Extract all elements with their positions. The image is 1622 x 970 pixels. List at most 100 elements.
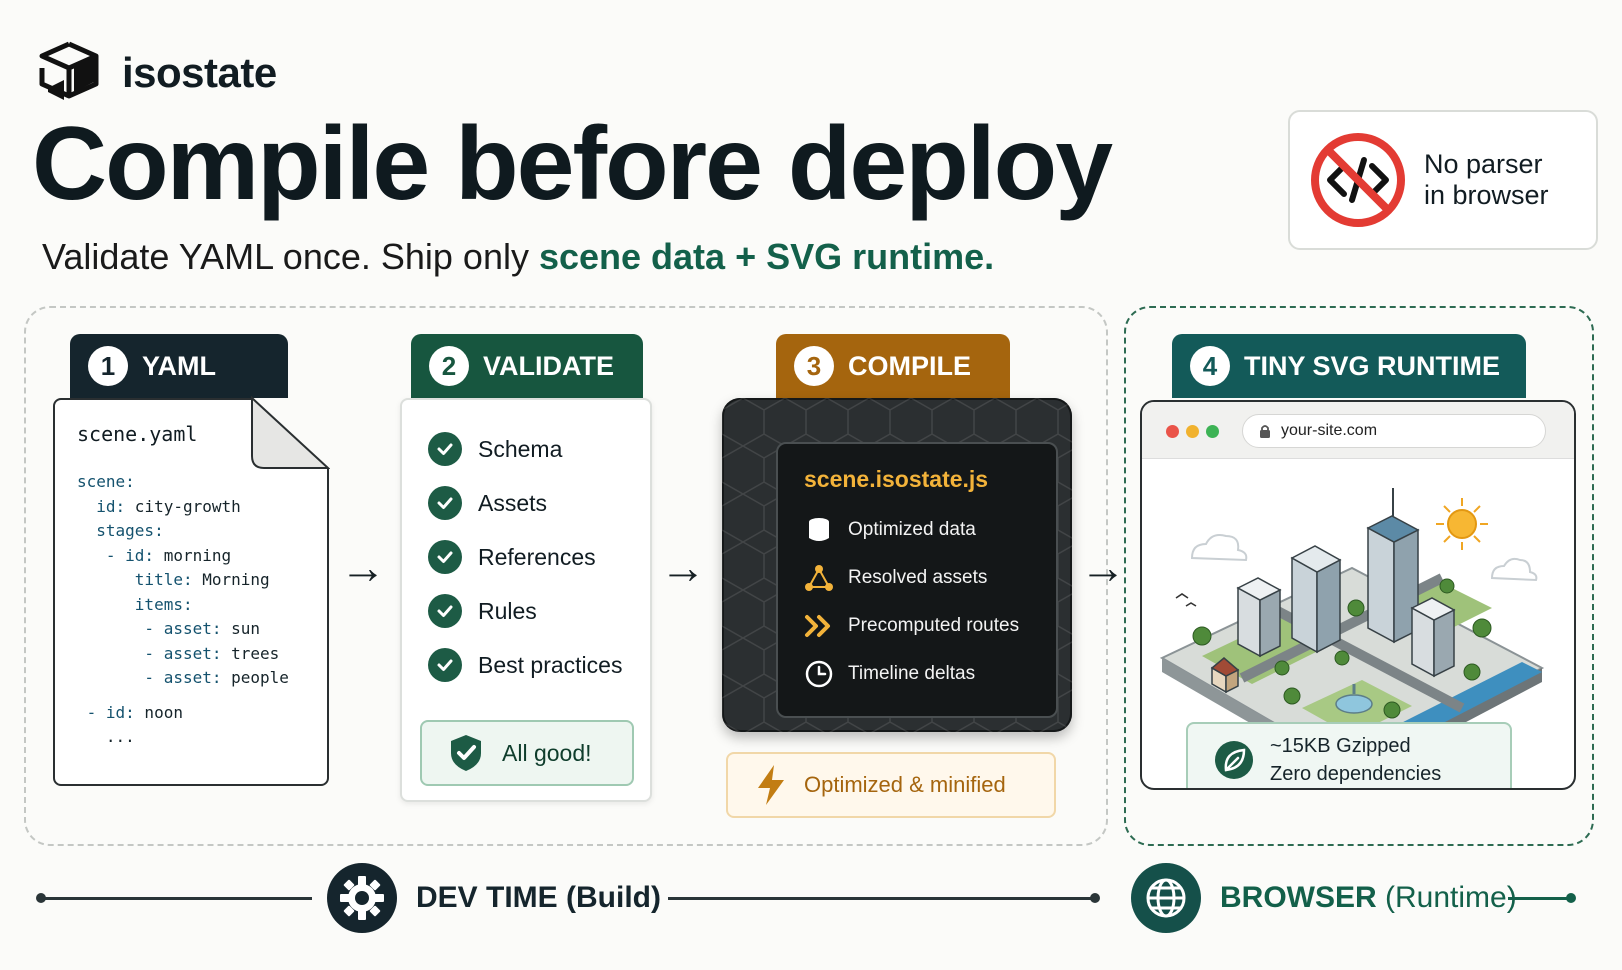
validation-item: Assets bbox=[428, 476, 622, 530]
isostate-logo-icon bbox=[39, 41, 99, 100]
dependencies-text: Zero dependencies bbox=[1270, 763, 1442, 785]
lock-icon bbox=[1260, 424, 1270, 438]
bundle-size: ~15KB Gzipped bbox=[1270, 735, 1411, 757]
yaml-key: - id: bbox=[77, 545, 155, 565]
compile-feature: Timeline deltas bbox=[804, 650, 1019, 698]
runtime-text: (Runtime) bbox=[1376, 881, 1517, 914]
yaml-key: title: bbox=[77, 570, 193, 589]
arrow-right-icon: → bbox=[660, 541, 706, 593]
yaml-line: - asset: sun bbox=[77, 617, 289, 642]
callout-line-2: in browser bbox=[1424, 180, 1549, 210]
sun-icon bbox=[1436, 498, 1488, 550]
browser-time-label: BROWSER (Runtime) bbox=[1130, 862, 1517, 934]
yaml-line: stages: bbox=[77, 519, 289, 544]
yaml-line: id: city-growth bbox=[77, 495, 289, 520]
brand-name: isostate bbox=[122, 49, 277, 96]
yaml-line: - asset: people bbox=[77, 666, 289, 691]
yaml-value: morning bbox=[154, 545, 232, 565]
yaml-key: stages: bbox=[77, 521, 164, 540]
all-good-badge: All good! bbox=[420, 720, 634, 786]
globe-icon bbox=[1131, 863, 1201, 933]
check-icon bbox=[428, 648, 462, 682]
maximize-dot-icon[interactable] bbox=[1206, 425, 1219, 438]
database-icon bbox=[804, 516, 834, 544]
yaml-line: items: bbox=[77, 593, 289, 618]
step-3-tab: 3 COMPILE bbox=[776, 334, 1010, 398]
leaf-icon bbox=[1215, 741, 1253, 779]
compile-feature: Resolved assets bbox=[804, 554, 1019, 602]
browser-toolbar: your-site.com bbox=[1142, 402, 1574, 459]
arrow-right-icon: → bbox=[1080, 541, 1126, 593]
timeline-line bbox=[1508, 897, 1572, 900]
clock-icon bbox=[804, 660, 834, 688]
page-fold-icon bbox=[251, 396, 330, 469]
gear-icon bbox=[327, 863, 397, 933]
timeline-line bbox=[40, 897, 312, 900]
timeline-dot bbox=[1090, 893, 1100, 903]
close-dot-icon[interactable] bbox=[1166, 425, 1179, 438]
step-1-tab: 1 YAML bbox=[70, 334, 288, 398]
address-bar[interactable]: your-site.com bbox=[1242, 414, 1546, 448]
yaml-value: noon bbox=[134, 702, 183, 722]
step-2-tab: 2 VALIDATE bbox=[411, 334, 643, 398]
no-parser-callout: No parser in browser bbox=[1288, 110, 1598, 250]
dev-time-text: DEV TIME (Build) bbox=[416, 881, 661, 914]
step-label: COMPILE bbox=[848, 350, 972, 381]
yaml-file-card: scene.yaml scene: id: city-growth stages… bbox=[53, 398, 329, 786]
yaml-line: ... bbox=[77, 725, 289, 750]
validation-item: Best practices bbox=[428, 638, 622, 692]
yaml-value: sun bbox=[221, 619, 261, 638]
validation-item: Schema bbox=[428, 422, 622, 476]
badge-text: Optimized & minified bbox=[804, 772, 1006, 797]
subtitle-highlight: scene data + SVG runtime. bbox=[538, 236, 995, 277]
check-icon bbox=[428, 540, 462, 574]
yaml-line: title: Morning bbox=[77, 568, 289, 593]
yaml-line: scene: bbox=[77, 470, 289, 495]
step-number: 4 bbox=[1190, 346, 1230, 386]
yaml-value: trees bbox=[221, 643, 280, 663]
timeline-dot bbox=[1566, 893, 1576, 903]
step-4-tab: 4 TINY SVG RUNTIME bbox=[1172, 334, 1526, 398]
status-text: All good! bbox=[502, 739, 592, 766]
lightning-icon bbox=[758, 765, 784, 805]
validation-label: Rules bbox=[478, 597, 537, 624]
timeline-dot bbox=[36, 893, 46, 903]
build-area bbox=[24, 306, 1108, 846]
minimize-dot-icon[interactable] bbox=[1186, 425, 1199, 438]
yaml-line: - id: noon bbox=[77, 701, 289, 726]
browser-text: BROWSER bbox=[1220, 881, 1377, 914]
validation-label: Schema bbox=[478, 435, 563, 462]
optimized-badge: Optimized & minified bbox=[726, 752, 1056, 818]
timeline-line bbox=[668, 897, 1094, 900]
compile-feature-label: Optimized data bbox=[848, 519, 976, 540]
compile-feature-label: Precomputed routes bbox=[848, 615, 1020, 636]
yaml-key: items: bbox=[77, 594, 193, 614]
validation-item: References bbox=[428, 530, 622, 584]
compile-feature-label: Resolved assets bbox=[848, 567, 988, 588]
yaml-value: Morning bbox=[192, 570, 270, 589]
yaml-value: people bbox=[221, 668, 289, 687]
compile-feature: Precomputed routes bbox=[804, 602, 1019, 650]
brand: isostate bbox=[34, 38, 277, 108]
check-icon bbox=[428, 486, 462, 520]
step-number: 2 bbox=[429, 346, 469, 386]
check-icon bbox=[428, 432, 462, 466]
step-label: VALIDATE bbox=[483, 350, 614, 381]
runtime-stats-badge: ~15KB Gzipped Zero dependencies bbox=[1186, 722, 1512, 788]
yaml-value: city-growth bbox=[125, 496, 241, 516]
subtitle: Validate YAML once. Ship only scene data… bbox=[42, 236, 994, 278]
subtitle-text: Validate YAML once. Ship only bbox=[42, 236, 539, 277]
yaml-code: scene: id: city-growth stages: - id: mor… bbox=[77, 470, 289, 750]
step-number: 3 bbox=[794, 346, 834, 386]
yaml-key: - asset: bbox=[77, 643, 222, 663]
step-label: TINY SVG RUNTIME bbox=[1244, 350, 1501, 381]
yaml-key: id: bbox=[77, 496, 126, 516]
yaml-key: - id: bbox=[77, 702, 135, 722]
page-title: Compile before deploy bbox=[32, 106, 1113, 222]
step-label: YAML bbox=[142, 350, 217, 381]
validation-label: References bbox=[478, 543, 596, 570]
